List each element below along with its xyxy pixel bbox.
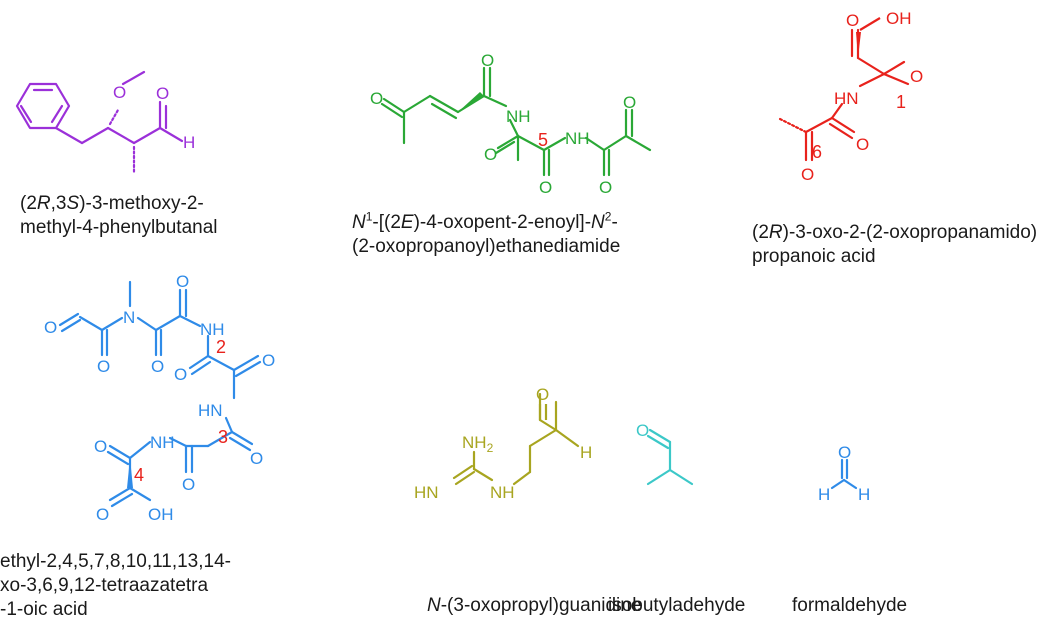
ethanediamide-bonds — [380, 66, 652, 177]
wedge-bond — [856, 32, 861, 58]
carbon-number-label: 3 — [218, 427, 228, 447]
oxygen-atom: O — [97, 357, 110, 376]
acid-bond — [859, 17, 881, 31]
carbon-number-label: 5 — [538, 130, 548, 150]
hydroxyl-group: OH — [886, 9, 912, 28]
molecule-d-name: ethyl-2,4,5,7,8,10,11,13,14- xo-3,6,9,12… — [0, 551, 231, 620]
formaldehyde-atoms: O H H — [818, 443, 870, 504]
wedge-bond — [127, 458, 133, 488]
oxygen-atom: O — [262, 351, 275, 370]
hn-group: HN — [834, 89, 859, 108]
hn-group: HN — [198, 401, 223, 420]
molecule-f-name: isobutyladehyde — [608, 595, 746, 616]
isobutyraldehyde-bonds — [646, 428, 694, 486]
nh-group: NH — [565, 129, 590, 148]
wedge-bond — [458, 92, 484, 112]
oxygen-atom: O — [481, 51, 494, 70]
oxygen-atom: O — [539, 178, 552, 197]
propanoic-atoms: O OH HN O O O — [801, 9, 923, 184]
carbon-number-label: 4 — [134, 465, 144, 485]
nh-group: NH — [506, 107, 531, 126]
hn-group: HN — [414, 483, 439, 502]
oxygen-atom: O — [856, 135, 869, 154]
hydrogen-atom: H — [580, 443, 592, 462]
guanidine-bonds — [452, 400, 558, 486]
oxygen-atom: O — [838, 443, 851, 462]
formaldehyde-bonds — [830, 458, 858, 490]
oxygen-atom: O — [182, 475, 195, 494]
molecule-g-name: formaldehyde — [792, 595, 908, 616]
hydrogen-atom: H — [858, 485, 870, 504]
oxygen-atom: O — [910, 67, 923, 86]
nitrogen-atom: N — [123, 308, 135, 327]
molecule-c-name: (2R)-3-oxo-2-(2-oxopropanamido) propanoi… — [752, 222, 1038, 267]
oxygen-atom: O — [370, 89, 383, 108]
hydroxyl-group: OH — [148, 505, 174, 524]
nh2-group: NH2 — [462, 433, 494, 455]
oxygen-atom: O — [156, 84, 169, 103]
oxygen-atom: O — [250, 449, 263, 468]
oxygen-atom: O — [536, 385, 549, 404]
nh-group: NH — [200, 320, 225, 339]
oxygen-atom: O — [599, 178, 612, 197]
oxygen-atom: O — [636, 421, 649, 440]
molecule-a-name: (2R,3S)-3-methoxy-2- methyl-4-phenylbuta… — [20, 193, 218, 238]
nh-group: NH — [150, 433, 175, 452]
guanidine-atoms: NH2 HN NH O H — [414, 385, 592, 502]
phenylbutanal-atoms: O O H — [113, 83, 195, 152]
oxygen-atom: O — [44, 318, 57, 337]
oxygen-atom: O — [113, 83, 126, 102]
oxygen-atom: O — [623, 93, 636, 112]
oxygen-atom: O — [801, 165, 814, 184]
oxygen-atom: O — [94, 437, 107, 456]
hydrogen-atom: H — [183, 133, 195, 152]
molecule-b-name: N1-[(2E)-4-oxopent-2-enoyl]-N2- (2-oxopr… — [352, 209, 621, 257]
oxygen-atom: O — [96, 505, 109, 524]
phenylbutanal-bonds — [15, 70, 184, 174]
propanoic-bonds — [776, 28, 910, 162]
carbon-number-label: 6 — [812, 142, 822, 162]
carbon-number-label: 2 — [216, 337, 226, 357]
oxygen-atom: O — [484, 145, 497, 164]
oxygen-atom: O — [151, 357, 164, 376]
nh-group: NH — [490, 483, 515, 502]
oxygen-atom: O — [846, 11, 859, 30]
hydrogen-atom: H — [818, 485, 830, 504]
ethanediamide-atoms: O O NH O O NH O O — [370, 51, 636, 197]
oxygen-atom: O — [174, 365, 187, 384]
carbon-number-label: 1 — [896, 92, 906, 112]
tetraazatetra-atoms: O N O O O NH O O HN O NH O O O OH — [44, 272, 275, 524]
molecule-e-name: N-(3-oxopropyl)guanidine — [427, 595, 642, 616]
oxygen-atom: O — [176, 272, 189, 291]
